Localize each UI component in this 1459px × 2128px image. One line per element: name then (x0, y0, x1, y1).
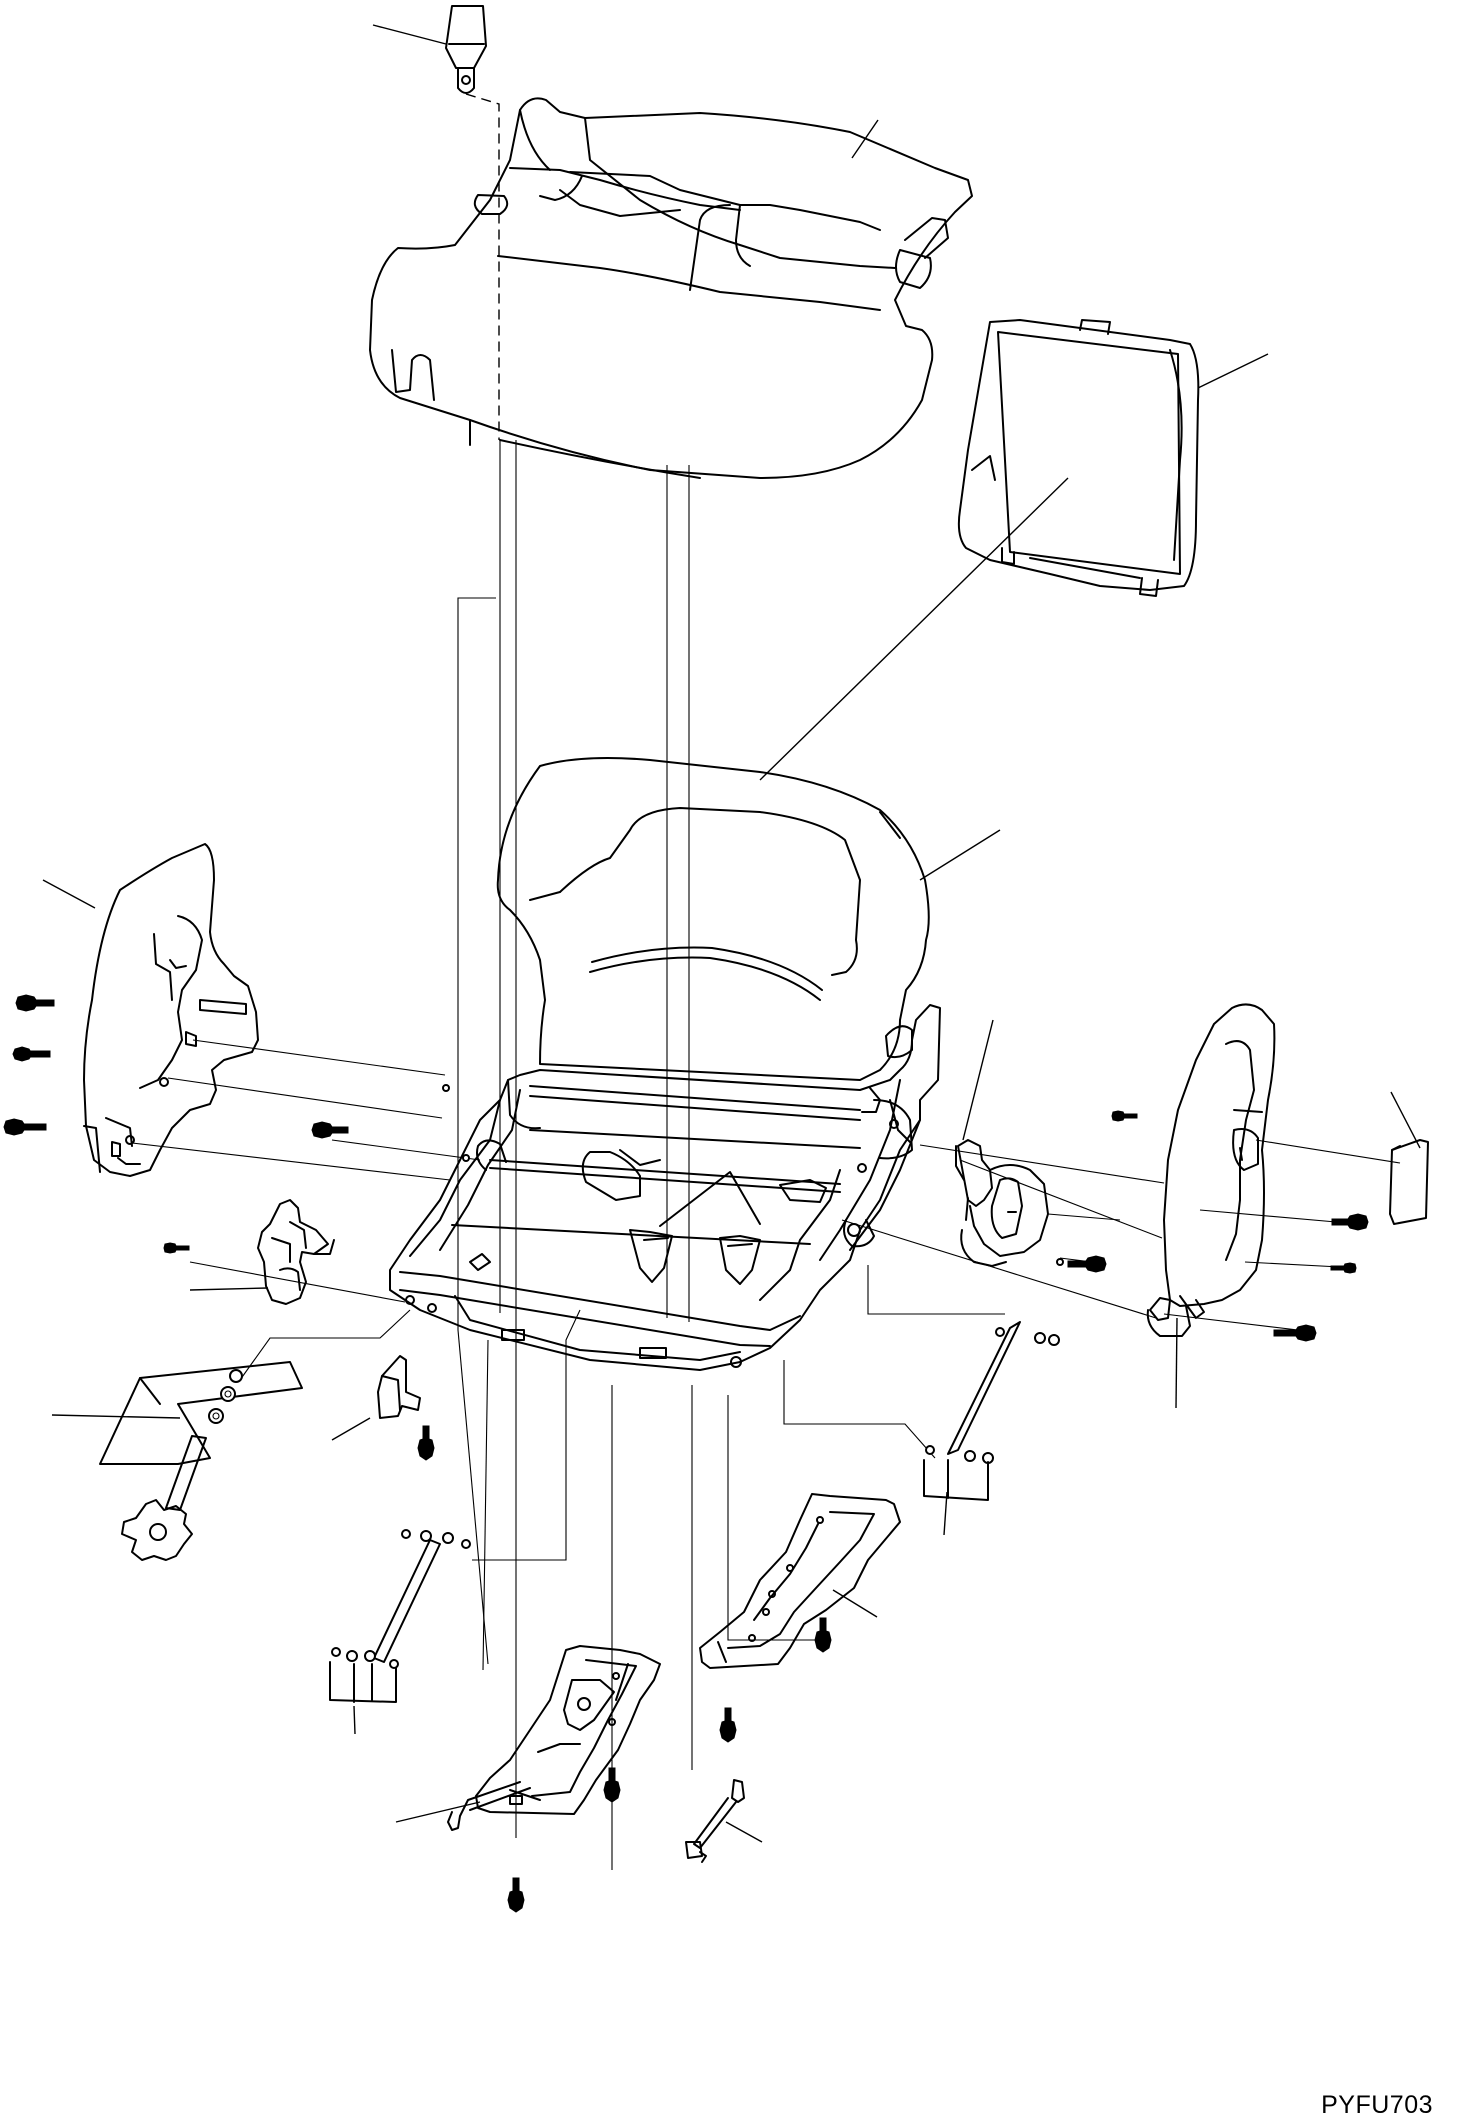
right-spring-link (923, 1321, 1060, 1501)
assembly-guide-lines (131, 93, 1401, 1870)
leader-right-hinge (1175, 1317, 1178, 1409)
leader-right-rail (832, 1589, 878, 1618)
adjust-knob (99, 1361, 303, 1561)
seat-belt-buckle (445, 5, 487, 94)
left-spring-link (329, 1529, 471, 1703)
right-side-cover (1146, 1003, 1276, 1337)
backrest-rear-cover (957, 319, 1200, 597)
bolt (719, 1707, 737, 1743)
bolt (603, 1767, 621, 1803)
bolt (15, 994, 55, 1012)
bolt (417, 1425, 435, 1461)
left-side-cover (83, 843, 259, 1177)
backrest-pad (496, 757, 930, 1081)
lever-rod (685, 1779, 745, 1863)
right-slide-rail (699, 1493, 901, 1669)
leader-left-side-cover (42, 879, 96, 909)
leader-belt-buckle (372, 24, 447, 45)
leader-lines (42, 24, 1421, 1843)
leader-backrest-pad (759, 477, 1069, 781)
small-bracket (377, 1355, 421, 1419)
label-plate (1389, 1139, 1429, 1225)
leader-right-spring (943, 1491, 948, 1536)
bolt (1067, 1255, 1107, 1273)
figure-code: PYFU703 (1321, 2091, 1433, 2119)
leader-left-spring (353, 1705, 356, 1735)
leader-right-lever (962, 1019, 994, 1141)
leader-lever-rod (725, 1821, 763, 1843)
leader-label-plate (1390, 1091, 1421, 1149)
leader-knob (51, 1414, 181, 1419)
leader-backrest-rear-cover (1197, 353, 1269, 389)
bolts (3, 994, 1369, 1913)
bolt (12, 1046, 51, 1062)
bolt (1111, 1110, 1138, 1122)
bolt (507, 1877, 525, 1913)
seat-cushion (369, 97, 973, 479)
bolt (311, 1121, 349, 1139)
bolt (163, 1242, 190, 1254)
seat-frame (389, 1004, 941, 1371)
leader-left-rail (395, 1801, 481, 1823)
left-slide-rail (447, 1645, 661, 1831)
leader-backrest-frame (919, 829, 1001, 881)
leader-left-bracket (189, 1287, 269, 1291)
washers (442, 1084, 1064, 1266)
bolt (814, 1617, 832, 1653)
leader-small-bracket (331, 1417, 371, 1441)
bolt (1273, 1324, 1317, 1342)
bolt (1331, 1213, 1369, 1231)
bolt (1330, 1262, 1357, 1274)
bolt (3, 1118, 47, 1136)
left-recline-bracket (257, 1199, 335, 1305)
right-recline-lever (955, 1139, 1049, 1267)
